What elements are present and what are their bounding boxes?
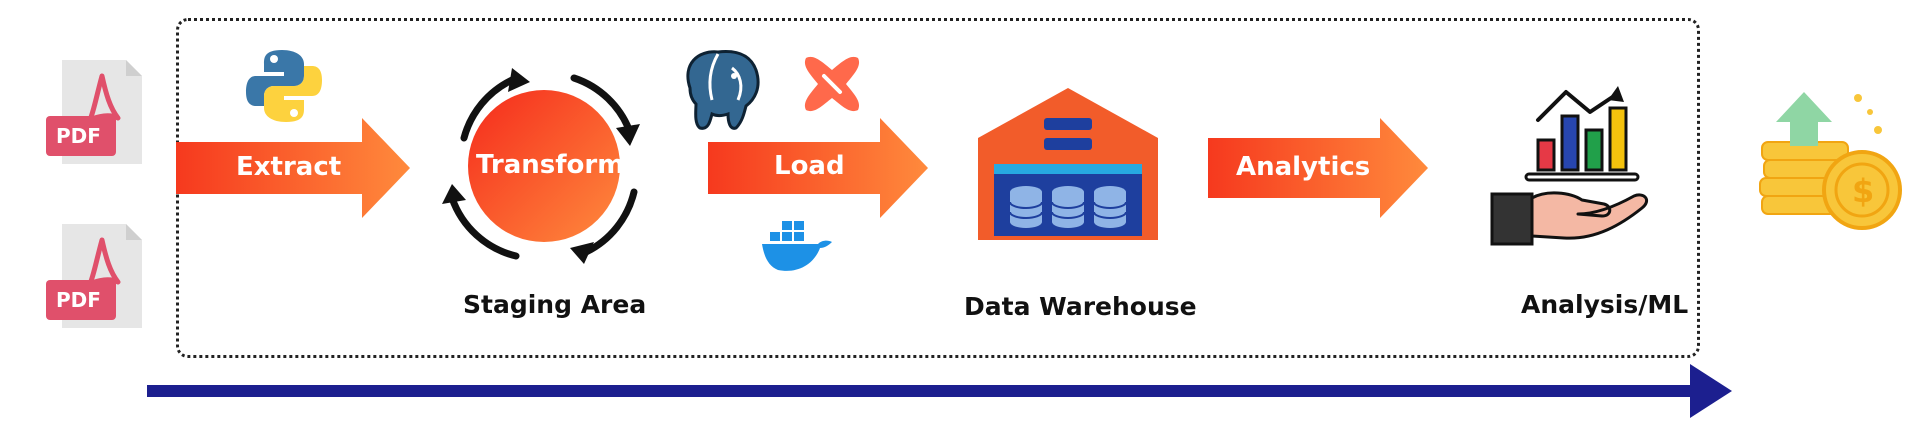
transform-cycle xyxy=(442,68,640,264)
dbt-logo-icon xyxy=(804,56,860,112)
chart-on-hand-icon xyxy=(1490,86,1648,246)
pdf-file-icon xyxy=(46,224,142,328)
load-label: Load xyxy=(774,151,845,181)
transform-circle xyxy=(468,90,620,242)
pdf-badge-label: PDF xyxy=(56,124,101,148)
analytics-arrow xyxy=(1208,118,1428,218)
source-file-2: PDF xyxy=(44,222,144,332)
extract-arrow xyxy=(176,118,410,218)
pdf-file-icon xyxy=(46,60,142,164)
data-warehouse-label: Data Warehouse xyxy=(964,292,1197,321)
pdf-badge-label: PDF xyxy=(56,288,101,312)
load-arrow xyxy=(708,118,928,218)
svg-text:$: $ xyxy=(1852,172,1874,210)
transform-label: Transform xyxy=(476,150,625,180)
analysis-ml-label: Analysis/ML xyxy=(1521,290,1689,319)
analytics-label: Analytics xyxy=(1236,152,1371,182)
staging-area-label: Staging Area xyxy=(463,290,647,319)
warehouse-icon xyxy=(978,88,1158,240)
money-growth-icon: $ xyxy=(1759,92,1902,230)
source-file-1: PDF xyxy=(44,58,144,168)
python-logo-icon xyxy=(246,50,322,122)
docker-whale-icon xyxy=(762,221,832,271)
extract-label: Extract xyxy=(236,152,342,182)
postgresql-elephant-icon xyxy=(686,50,760,130)
